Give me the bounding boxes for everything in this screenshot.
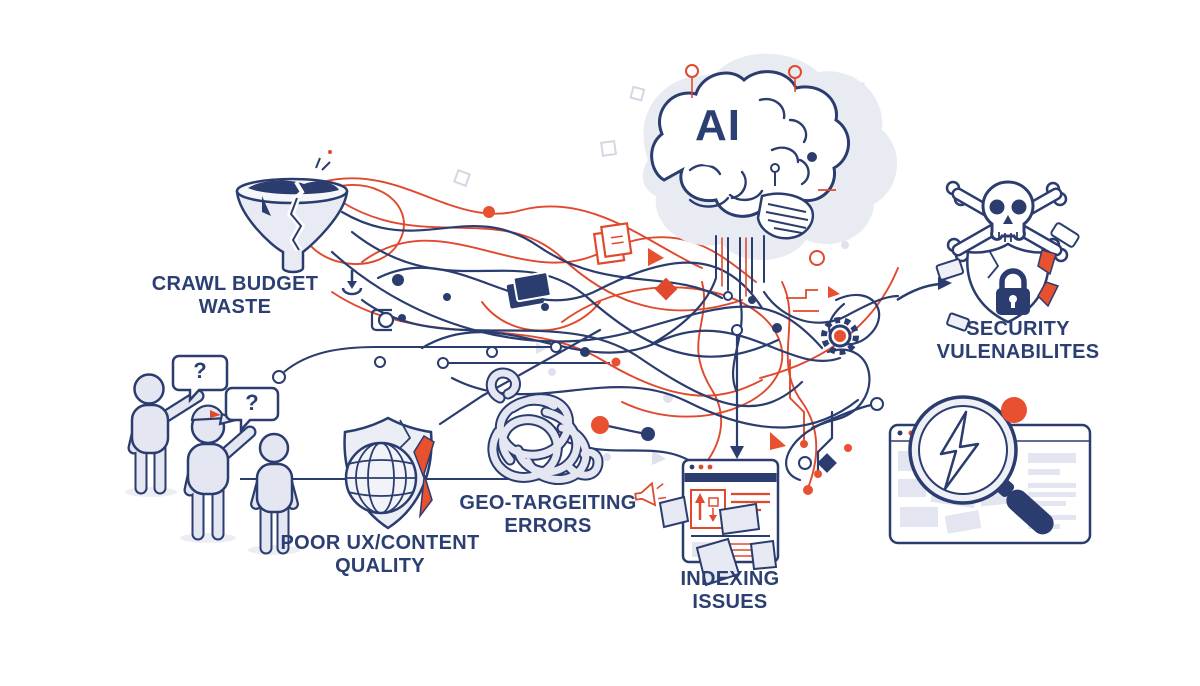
skull-head [981, 180, 1035, 241]
gear-icon [821, 317, 859, 355]
skull-crossbones-icon [896, 180, 1080, 332]
ai-cloud [668, 94, 768, 166]
people-question-icon [125, 354, 300, 555]
antenna-dots [685, 64, 802, 98]
download-icon [341, 270, 363, 296]
label-crawl-budget-waste: CRAWL BUDGET WASTE [151, 273, 319, 318]
down-arrow-icon [730, 446, 744, 459]
magnifier-lightning-icon [908, 395, 1054, 535]
torn-pieces [658, 495, 778, 587]
arrow-right-icon [896, 277, 952, 302]
broken-shield-padlock-icon [935, 222, 1080, 332]
label-indexing-issues: INDEXING ISSUES [680, 568, 780, 613]
cracked-funnel-icon [235, 150, 349, 274]
question-mark-1: ? [193, 358, 207, 383]
camera-icon [370, 308, 395, 332]
funnel-sparks [315, 150, 332, 171]
padlock-shackle [999, 268, 1027, 290]
map-browser-icon [888, 395, 1092, 545]
folders-icon [506, 271, 552, 309]
globe [344, 441, 418, 515]
brain-gyri [688, 97, 810, 208]
alert-dot [1001, 397, 1027, 423]
brain-stem-wires [715, 235, 765, 304]
cracked-shield-globe-icon [343, 416, 435, 530]
shield-red-crack [413, 434, 435, 519]
label-geo-targeting-errors: GEO-TARGEITING ERRORS [459, 492, 637, 537]
question-mark-2: ? [245, 390, 259, 415]
tangled-rope-icon [485, 367, 604, 485]
funnel-drip [262, 196, 271, 216]
label-poor-ux-content-quality: POOR UX/CONTENT QUALITY [280, 532, 480, 577]
cerebellum-hatch [765, 203, 809, 234]
crossbones [945, 180, 1069, 263]
cap [190, 404, 240, 426]
label-security-vulnerabilities: SECURITY VULENABILITES [936, 318, 1100, 363]
ai-label: AI [695, 101, 741, 150]
red-ring [809, 250, 825, 266]
speech-bubble-icon [171, 354, 280, 434]
person-2 [183, 404, 257, 541]
copy-document-icon [592, 222, 633, 266]
person-3 [250, 432, 299, 555]
navy-wires [330, 210, 900, 482]
lightning-bolt [939, 410, 980, 491]
funnel-liquid [248, 180, 339, 195]
person-1 [127, 373, 205, 495]
node-dots-navy [392, 274, 782, 441]
brain-circuit-icon [642, 53, 898, 304]
megaphone-icon [634, 481, 667, 507]
shape-accents [648, 248, 840, 473]
funnel-crack-gap [291, 180, 305, 202]
browser-torn-pages-icon [658, 458, 780, 587]
